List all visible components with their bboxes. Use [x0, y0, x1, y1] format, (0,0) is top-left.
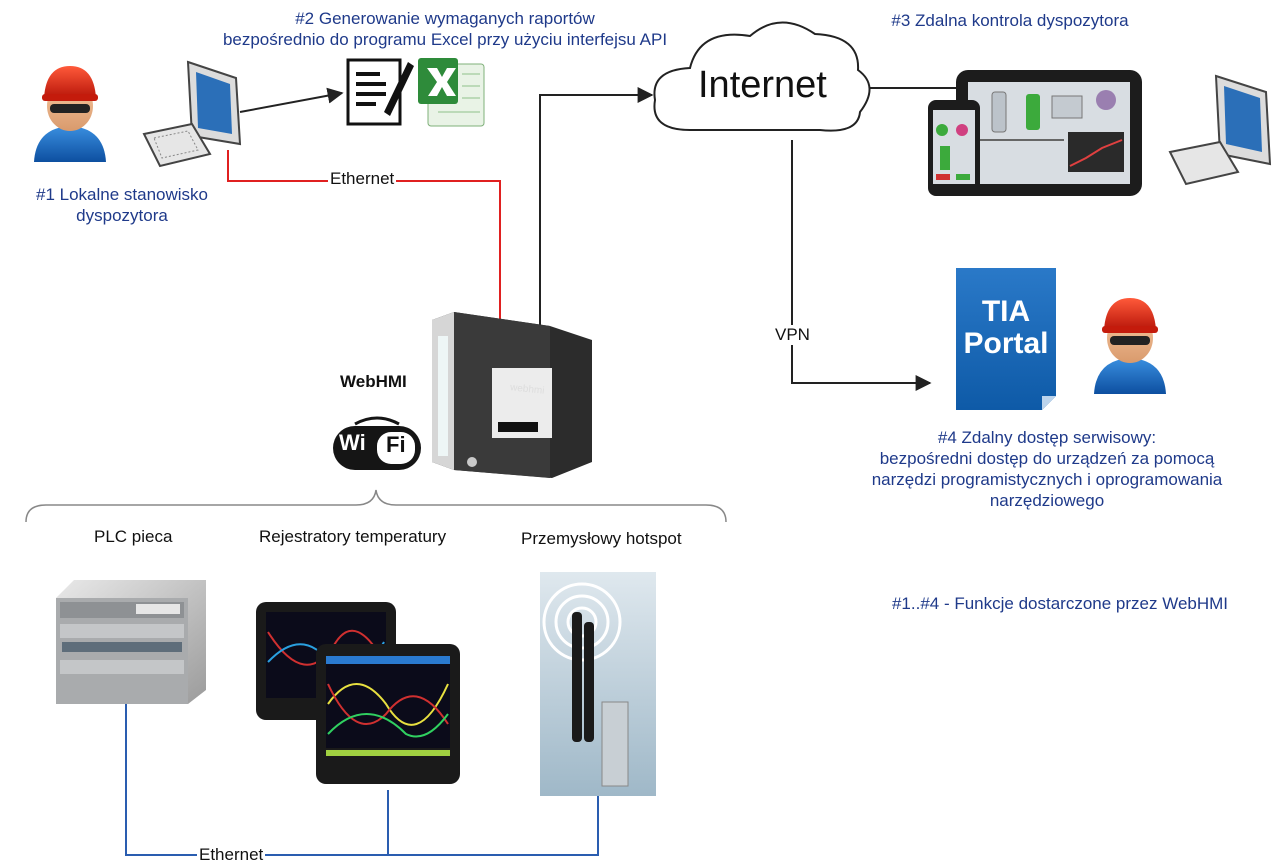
webhmi-label: WebHMI: [340, 372, 407, 391]
tia-line-2: Portal: [963, 327, 1049, 360]
recorders-label: Rejestratory temperatury: [259, 527, 447, 546]
tia-line-1: TIA: [981, 295, 1031, 328]
tablet-icon: [956, 70, 1142, 196]
internet-link-arrow: [539, 87, 654, 330]
function-4-line-4: narzędziowego: [989, 491, 1105, 510]
wifi-text-right: Fi: [386, 432, 406, 457]
ethernet-blue-bus: [125, 700, 599, 856]
computer-icon: [1168, 74, 1272, 186]
ethernet-bottom-label: Ethernet: [197, 845, 266, 865]
user-helmet-icon: [1094, 298, 1166, 394]
function-1-line-2: dyspozytora: [76, 206, 168, 225]
ethernet-top-label: Ethernet: [328, 169, 397, 189]
tia-portal-label: TIA Portal: [956, 296, 1056, 360]
document-icon: [346, 58, 414, 126]
function-2-line-2: bezpośrednio do programu Excel przy użyc…: [222, 30, 668, 49]
cloud-icon: [653, 21, 871, 132]
webhmi-device: [432, 312, 592, 478]
hotspot-label: Przemysłowy hotspot: [521, 529, 682, 548]
report-arrow: [239, 87, 344, 113]
function-4-line-3: narzędzi programistycznych i oprogramowa…: [871, 470, 1223, 489]
function-4-title: #4 Zdalny dostęp serwisowy: bezpośredni …: [840, 427, 1254, 511]
internet-label: Internet: [698, 64, 827, 106]
function-1-title: #1 Lokalne stanowisko dyspozytora: [10, 184, 234, 226]
recorder-device: [316, 644, 460, 784]
function-1-line-1: #1 Lokalne stanowisko: [35, 185, 208, 204]
function-3-title: #3 Zdalna kontrola dyspozytora: [891, 11, 1129, 30]
hotspot-device: [540, 572, 656, 796]
phone-icon: [928, 100, 980, 196]
wifi-icon: [333, 416, 421, 470]
function-2-line-1: #2 Generowanie wymaganych raportów: [295, 9, 595, 28]
computer-icon: [142, 60, 242, 168]
tia-portal-icon: [956, 268, 1056, 410]
user-helmet-icon: [34, 66, 106, 162]
plc-label: PLC pieca: [94, 527, 173, 546]
vpn-label: VPN: [774, 325, 811, 345]
wifi-text-left: Wi: [339, 430, 366, 455]
vpn-link-arrow: [791, 140, 932, 391]
footnote: #1..#4 - Funkcje dostarczone przez WebHM…: [891, 594, 1229, 613]
function-4-line-2: bezpośredni dostęp do urządzeń za pomocą: [879, 449, 1215, 468]
function-2-title: #2 Generowanie wymaganych raportów bezpo…: [150, 8, 740, 50]
device-group-brace: [25, 489, 727, 523]
plc-device: [56, 580, 206, 704]
function-4-line-1: #4 Zdalny dostęp serwisowy:: [937, 428, 1157, 447]
excel-icon: [418, 58, 485, 127]
